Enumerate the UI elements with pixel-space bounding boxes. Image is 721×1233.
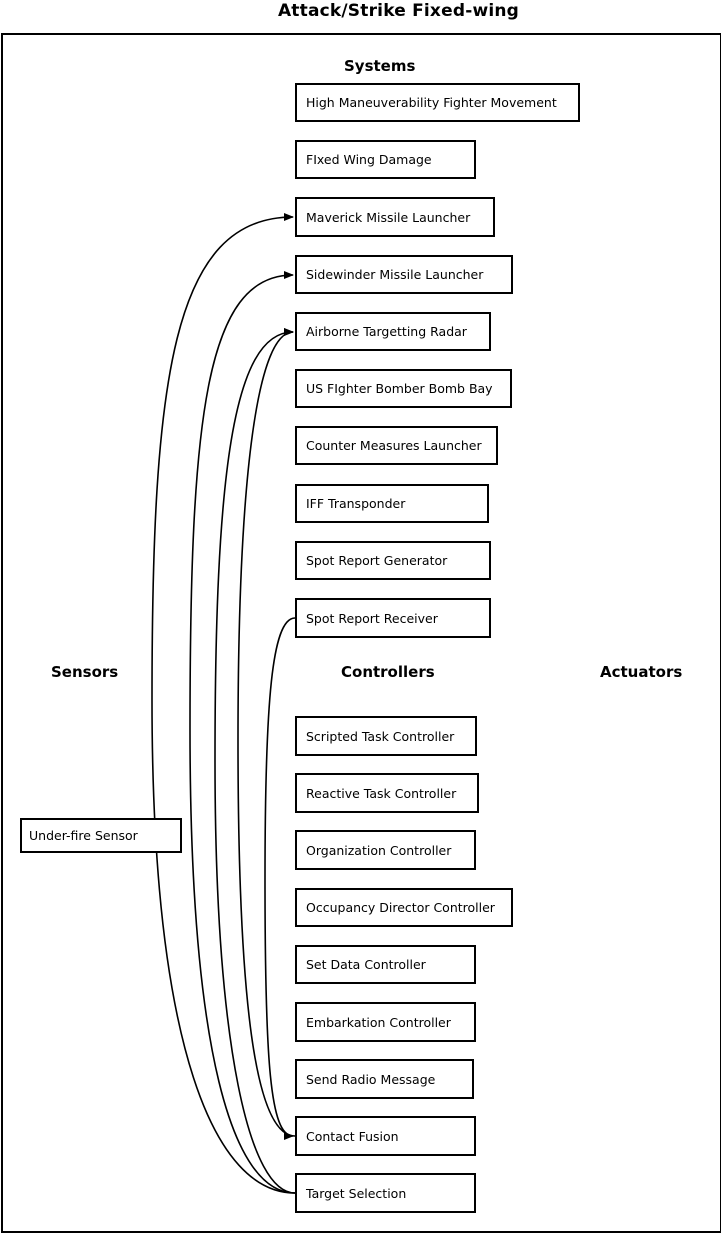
link-spot-receiver-to-contact-fusion xyxy=(264,617,296,1140)
controller-node-send-radio-message[interactable]: Send Radio Message xyxy=(295,1059,474,1099)
system-node-iff-transponder[interactable]: IFF Transponder xyxy=(295,484,489,523)
controller-node-scripted-task[interactable]: Scripted Task Controller xyxy=(295,716,477,756)
system-node-counter-measures[interactable]: Counter Measures Launcher xyxy=(295,426,498,465)
system-node-sidewinder-launcher[interactable]: Sidewinder Missile Launcher xyxy=(295,255,513,294)
system-node-high-maneuverability[interactable]: High Maneuverability Fighter Movement xyxy=(295,83,580,122)
section-systems-label: Systems xyxy=(344,57,416,75)
controller-node-target-selection[interactable]: Target Selection xyxy=(295,1173,476,1213)
section-controllers-label: Controllers xyxy=(341,663,435,681)
system-node-airborne-radar[interactable]: Airborne Targetting Radar xyxy=(295,312,491,351)
sensor-node-under-fire[interactable]: Under-fire Sensor xyxy=(20,818,182,853)
controller-node-occupancy-director[interactable]: Occupancy Director Controller xyxy=(295,888,513,927)
system-node-fixed-wing-damage[interactable]: FIxed Wing Damage xyxy=(295,140,476,179)
controller-node-organization[interactable]: Organization Controller xyxy=(295,830,476,870)
diagram-title: Attack/Strike Fixed-wing xyxy=(277,1,520,21)
system-node-spot-report-receiver[interactable]: Spot Report Receiver xyxy=(295,598,491,638)
link-target-selection-to-sidewinder xyxy=(189,271,296,1194)
link-target-selection-to-radar xyxy=(214,328,296,1194)
controller-node-contact-fusion[interactable]: Contact Fusion xyxy=(295,1116,476,1156)
controller-node-set-data[interactable]: Set Data Controller xyxy=(295,945,476,984)
section-actuators-label: Actuators xyxy=(600,663,683,681)
system-node-maverick-launcher[interactable]: Maverick Missile Launcher xyxy=(295,197,495,237)
system-node-spot-report-generator[interactable]: Spot Report Generator xyxy=(295,541,491,580)
system-node-bomb-bay[interactable]: US FIghter Bomber Bomb Bay xyxy=(295,369,512,408)
controller-node-embarkation[interactable]: Embarkation Controller xyxy=(295,1002,476,1042)
controller-node-reactive-task[interactable]: Reactive Task Controller xyxy=(295,773,479,813)
link-contact-fusion-to-radar xyxy=(237,328,296,1137)
link-target-selection-to-maverick xyxy=(151,213,296,1194)
section-sensors-label: Sensors xyxy=(51,663,119,681)
